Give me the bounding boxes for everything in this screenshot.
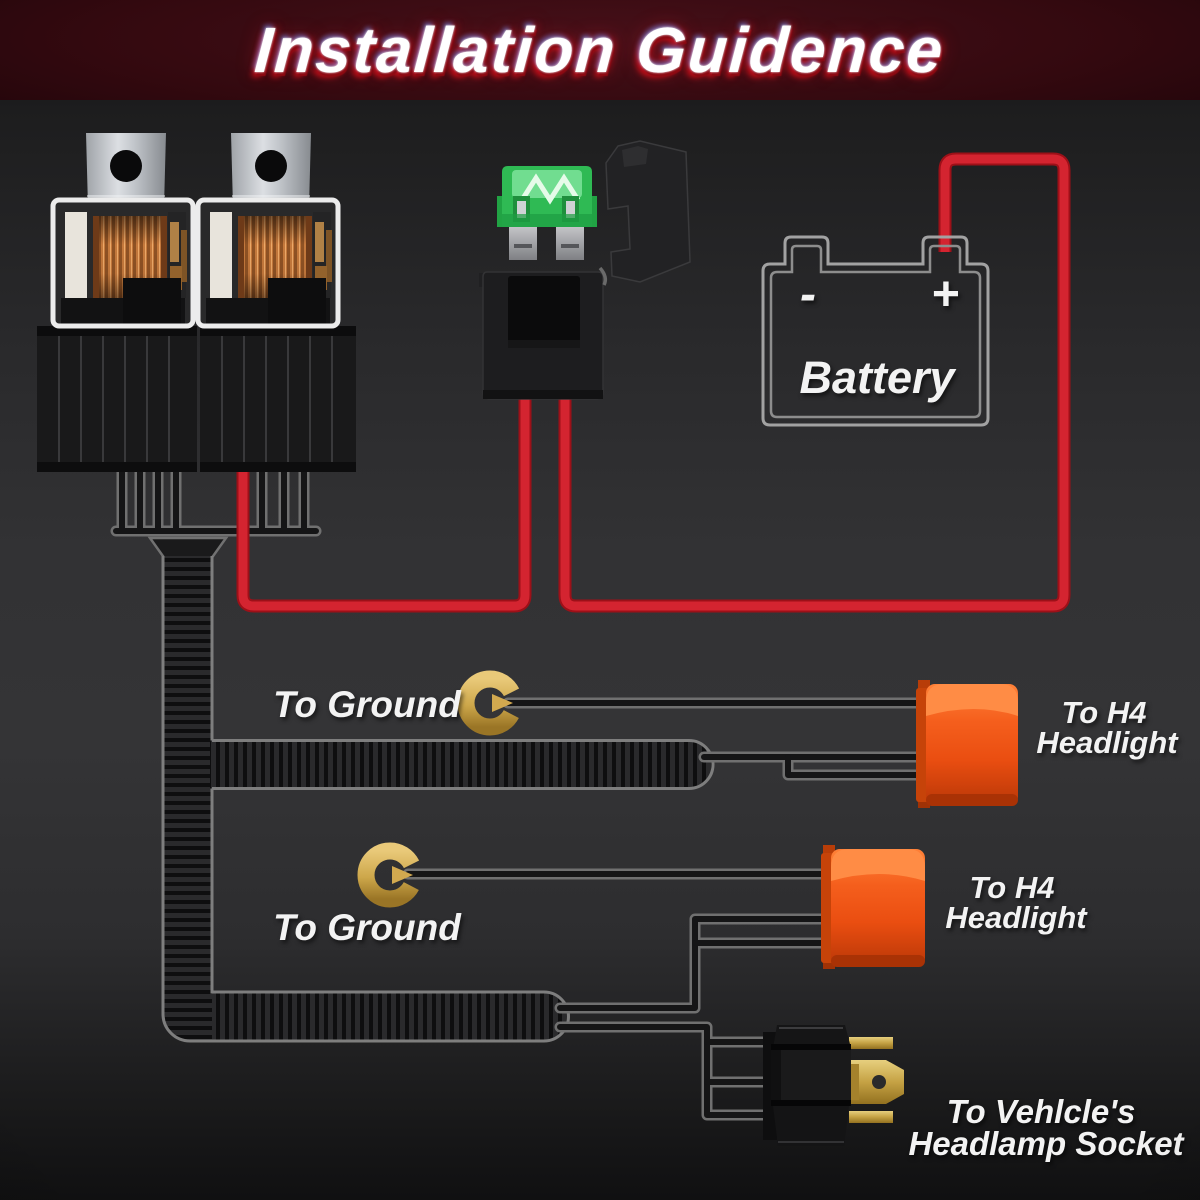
mounting-hole-icon xyxy=(110,150,142,182)
battery-label: Battery xyxy=(799,352,956,403)
relay-1 xyxy=(37,133,197,472)
fuse-holder xyxy=(479,271,604,400)
battery-outline-icon xyxy=(761,235,990,427)
label-vehicle-socket-line2: Headlamp Socket xyxy=(908,1125,1185,1162)
label-to-ground-2: To Ground xyxy=(273,907,462,948)
label-h4-1-line2: Headlight xyxy=(1036,725,1179,760)
relay-wire-bundle xyxy=(41,416,322,561)
label-vehicle-socket-line1: To Vehlcle's xyxy=(947,1093,1136,1130)
vehicle-socket-icon xyxy=(763,1025,904,1146)
label-h4-2-line1: To H4 xyxy=(970,870,1055,905)
battery-minus-label: - xyxy=(800,268,816,321)
h4-connector-2-icon xyxy=(821,845,925,969)
relay-cover xyxy=(195,197,341,329)
wire-loom-main xyxy=(161,556,570,1043)
label-h4-2-line2: Headlight xyxy=(945,900,1088,935)
wire-loom-branch-middle xyxy=(210,739,715,790)
fuse-holder-cover xyxy=(598,140,691,286)
harness-wires xyxy=(402,697,924,1121)
relay-to-fuse-wire xyxy=(236,398,532,613)
spade-terminal-icon xyxy=(849,1037,893,1049)
relay-2 xyxy=(195,133,356,472)
h4-connector-1-icon xyxy=(916,680,1018,808)
relay-socket xyxy=(200,326,356,472)
battery-plus-label: + xyxy=(931,268,959,321)
title-banner: Installation Guidence xyxy=(0,0,1200,100)
fuse-element xyxy=(519,173,581,205)
fuse-blade-icon xyxy=(556,227,584,260)
ground-terminal-1-icon xyxy=(457,670,523,736)
ground-terminal-2-icon xyxy=(357,842,423,908)
spade-terminal-icon xyxy=(849,1111,893,1123)
mounting-hole-icon xyxy=(255,150,287,182)
fuse-to-battery-positive-wire xyxy=(558,152,1071,613)
relay-socket xyxy=(37,326,197,472)
label-h4-1-line1: To H4 xyxy=(1062,695,1147,730)
label-to-ground-1: To Ground xyxy=(273,684,462,725)
relay-armature-frame xyxy=(210,212,232,312)
fuse-assembly xyxy=(479,140,691,400)
relay-armature-frame xyxy=(65,212,87,312)
relay-cover xyxy=(50,197,196,329)
wire-loom-branch-bottom xyxy=(212,992,569,1041)
fuse-blade-icon xyxy=(509,227,537,260)
